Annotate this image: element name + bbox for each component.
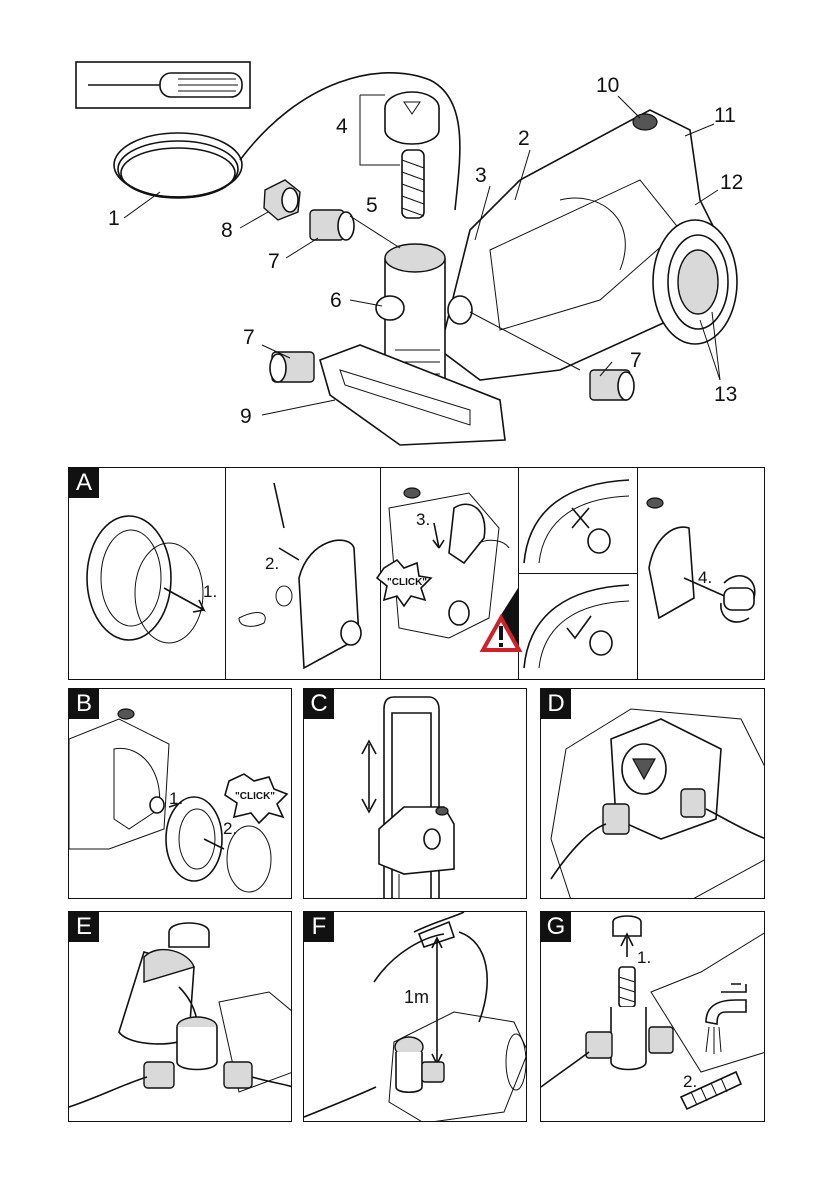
- union-nut: [263, 179, 301, 221]
- panel-letter: B: [69, 689, 99, 719]
- panel-a-drawing: [86, 479, 756, 670]
- suction-hose: [113, 72, 461, 211]
- callout-13: 13: [714, 383, 738, 406]
- callout-7-left: 7: [243, 326, 255, 349]
- coupling-top: [309, 209, 355, 241]
- panel-c: C: [303, 688, 527, 899]
- callout-6: 6: [330, 289, 342, 312]
- panel-letter: C: [304, 689, 334, 719]
- panel-letter: F: [304, 912, 334, 942]
- coupling-left: [269, 351, 315, 383]
- panel-g: G 1. 2.: [540, 911, 765, 1122]
- panel-b: B 1. 2. "CLICK": [68, 688, 292, 899]
- rotate-arrow-icon: [720, 574, 756, 623]
- pump-drawing: [75, 61, 738, 446]
- panel-e: E: [68, 911, 292, 1122]
- panel-a-divider-5: [518, 573, 637, 574]
- panel-e-drawing: [69, 922, 291, 1108]
- panel-a-step-2: 2.: [265, 554, 280, 573]
- panel-c-drawing: [361, 696, 455, 898]
- panel-b-click-label: "CLICK": [235, 791, 276, 802]
- panel-letter: D: [541, 689, 571, 719]
- base-frame: [319, 344, 506, 446]
- coupling-right: [589, 369, 635, 401]
- panel-a-divider-4: [637, 468, 638, 679]
- panel-d: D: [540, 688, 765, 899]
- panel-a-step-3: 3.: [416, 510, 431, 529]
- callout-4: 4: [336, 115, 348, 138]
- callout-10: 10: [596, 74, 620, 97]
- screwdriver-icon: [88, 72, 243, 98]
- callout-9: 9: [240, 405, 252, 428]
- panel-g-step-2: 2.: [683, 1072, 698, 1091]
- callout-12: 12: [720, 171, 744, 194]
- panel-a: A: [68, 467, 765, 680]
- callout-8: 8: [221, 219, 233, 242]
- panel-b-drawing: [69, 708, 289, 893]
- check-mark-icon: [566, 615, 592, 640]
- warning-triangle-icon: [479, 613, 523, 652]
- filter-cap: [384, 91, 440, 145]
- prefilter-housing: [375, 243, 473, 410]
- callout-2: 2: [518, 127, 530, 150]
- panel-letter: G: [541, 912, 571, 942]
- panel-b-step-2: 2.: [223, 819, 238, 838]
- overview-illustration: 1 2 3 4 5 6 7 7 7 7 8 9 10 11 12 13: [0, 0, 840, 460]
- filter-insert: [401, 149, 425, 219]
- cross-mark-icon: [571, 507, 590, 529]
- callout-3: 3: [475, 164, 487, 187]
- callout-7-right: 7: [630, 349, 642, 372]
- panel-a-click-label: "CLICK": [387, 577, 428, 588]
- callout-7-top: 7: [268, 250, 280, 273]
- panel-a-divider-1: [225, 468, 226, 679]
- panel-f: F 1m: [303, 911, 527, 1122]
- screwdriver-box: [75, 61, 251, 109]
- panel-letter: A: [69, 468, 99, 498]
- callout-11: 11: [714, 104, 736, 127]
- panel-g-step-1: 1.: [637, 948, 652, 967]
- callout-5: 5: [366, 194, 378, 217]
- panel-letter: E: [69, 912, 99, 942]
- panel-a-step-1: 1.: [203, 582, 218, 601]
- panel-b-step-1: 1.: [169, 789, 184, 808]
- callout-1: 1: [108, 207, 120, 230]
- panel-f-drawing: [304, 912, 526, 1121]
- panel-a-step-4: 4.: [698, 568, 713, 587]
- inlet-ring: [652, 219, 738, 345]
- panel-d-drawing: [550, 708, 764, 898]
- panel-g-drawing: [541, 915, 764, 1111]
- distance-label: 1m: [404, 987, 430, 1007]
